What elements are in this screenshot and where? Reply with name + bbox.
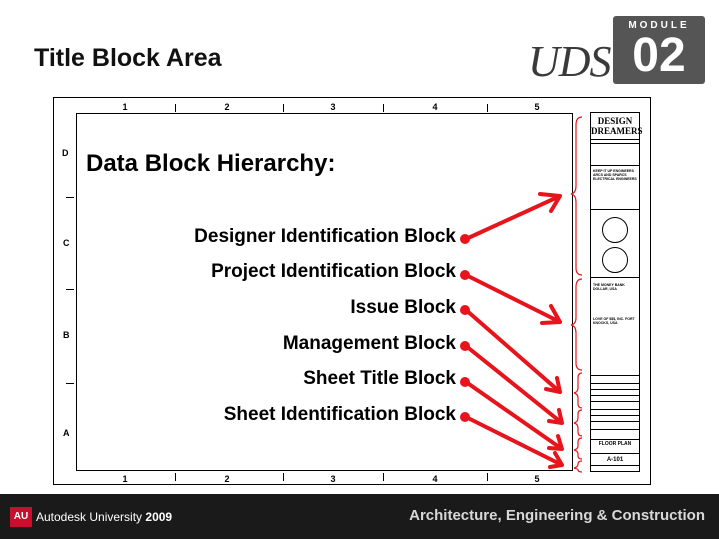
au-logo: AU bbox=[10, 507, 32, 527]
hierarchy-item-issue: Issue Block bbox=[350, 297, 456, 318]
title-block: DESIGN DREAMERS KEEP IT UP ENGINEERS ARC… bbox=[590, 112, 643, 472]
column-label: 3 bbox=[330, 102, 336, 112]
module-word: MODULE bbox=[628, 20, 690, 31]
title-block-consultants: KEEP IT UP ENGINEERS ARCS AND SPARCS ELE… bbox=[593, 169, 637, 181]
bullet-dot bbox=[460, 270, 470, 280]
row-label: D bbox=[62, 148, 69, 158]
module-number: 02 bbox=[632, 29, 686, 82]
column-label: 4 bbox=[432, 474, 438, 484]
title-block-sheet-title: FLOOR PLAN bbox=[598, 441, 632, 447]
column-label: 1 bbox=[122, 102, 128, 112]
bullet-dot bbox=[460, 412, 470, 422]
hierarchy-item-project: Project Identification Block bbox=[211, 261, 456, 282]
zone-tick bbox=[283, 473, 284, 481]
arrow-sheet-id bbox=[464, 415, 564, 469]
zone-tick bbox=[487, 104, 488, 112]
zone-tick bbox=[66, 289, 74, 290]
seal-circle bbox=[602, 217, 628, 243]
bracket-project bbox=[570, 278, 583, 371]
zone-tick bbox=[66, 197, 74, 198]
zone-tick bbox=[283, 104, 284, 112]
column-label: 4 bbox=[432, 102, 438, 112]
brackets bbox=[570, 116, 583, 473]
column-label: 3 bbox=[330, 474, 336, 484]
bullet-dot bbox=[460, 341, 470, 351]
zone-tick bbox=[175, 104, 176, 112]
drawing-area-border bbox=[76, 113, 573, 471]
module-badge: MODULE 02 bbox=[613, 16, 705, 84]
arrow-designer bbox=[464, 192, 562, 241]
column-label: 1 bbox=[122, 474, 128, 484]
hierarchy-item-sheet-title: Sheet Title Block bbox=[303, 368, 456, 389]
bullet-dot bbox=[460, 234, 470, 244]
uds-logo: UDS bbox=[528, 37, 612, 86]
bullet-dots bbox=[460, 234, 470, 422]
seal-circle bbox=[602, 247, 628, 273]
arrow-project bbox=[464, 273, 562, 325]
hierarchy-item-management: Management Block bbox=[282, 333, 456, 354]
bullet-dot bbox=[460, 305, 470, 315]
title-block-owner: LOVE OF $$$, INC. FORT KNOCKS, USA bbox=[593, 317, 635, 325]
arrow-management bbox=[464, 344, 564, 425]
bullet-dot bbox=[460, 377, 470, 387]
row-label: C bbox=[63, 238, 70, 248]
row-label: A bbox=[63, 428, 70, 438]
bracket-sheet-id bbox=[573, 460, 583, 473]
row-label: B bbox=[63, 330, 70, 340]
column-label: 2 bbox=[224, 474, 230, 484]
footer-org-name: Autodesk University bbox=[36, 510, 143, 524]
arrow-sheet-title bbox=[464, 380, 564, 451]
zone-tick bbox=[383, 473, 384, 481]
bracket-issue bbox=[573, 372, 583, 409]
zone-tick bbox=[175, 473, 176, 481]
column-label: 5 bbox=[534, 474, 540, 484]
footer-year: 2009 bbox=[145, 510, 173, 524]
column-label: 5 bbox=[534, 102, 540, 112]
bracket-designer bbox=[570, 116, 583, 276]
arrow-issue bbox=[464, 308, 562, 394]
zone-tick bbox=[487, 473, 488, 481]
title-block-project: THE MONEY BANK DOLLAR, USA bbox=[593, 283, 625, 291]
bracket-sheet-title bbox=[573, 437, 583, 460]
title-block-sheet-id: A-101 bbox=[606, 457, 624, 463]
title-block-company: DESIGN DREAMERS bbox=[591, 116, 643, 136]
hierarchy-item-designer: Designer Identification Block bbox=[194, 226, 456, 247]
slide-title: Title Block Area bbox=[34, 44, 222, 72]
zone-tick bbox=[383, 104, 384, 112]
footer-tagline: Architecture, Engineering & Construction bbox=[409, 507, 705, 524]
footer-bar bbox=[0, 494, 719, 539]
arrows bbox=[464, 192, 564, 469]
drawing-sheet-border bbox=[53, 97, 651, 485]
hierarchy-heading: Data Block Hierarchy: bbox=[86, 150, 336, 177]
zone-tick bbox=[66, 383, 74, 384]
hierarchy-item-sheet-id: Sheet Identification Block bbox=[223, 404, 456, 425]
column-label: 2 bbox=[224, 102, 230, 112]
footer-org: Autodesk University 2009 bbox=[36, 510, 172, 524]
bracket-management bbox=[573, 409, 583, 437]
